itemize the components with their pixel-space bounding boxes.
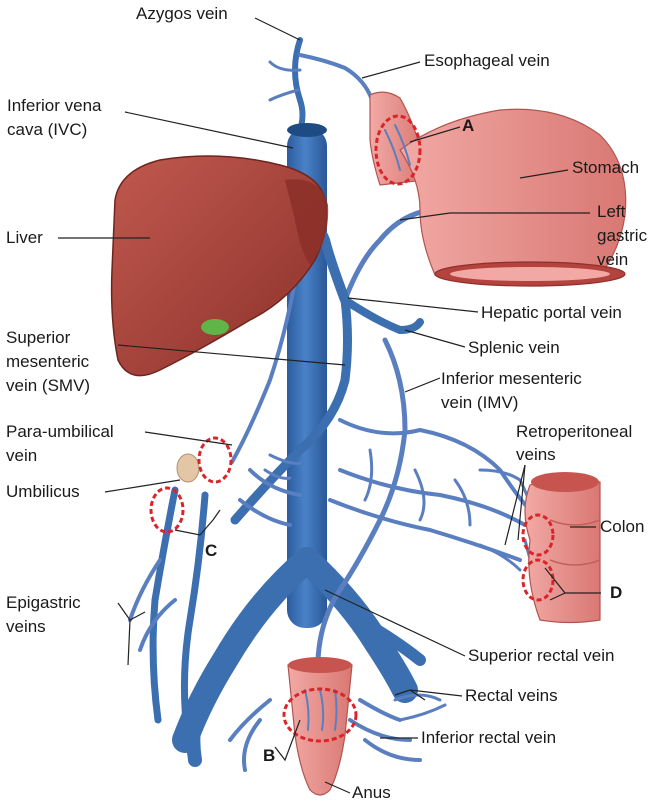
label-imv-line1: Inferior mesenteric — [441, 369, 582, 388]
marker-c: C — [205, 541, 217, 560]
label-liver: Liver — [6, 228, 43, 247]
label-retroperitoneal-line2: veins — [516, 445, 556, 464]
gallbladder — [201, 319, 229, 335]
label-colon: Colon — [600, 517, 644, 536]
label-smv-line3: vein (SMV) — [6, 376, 90, 395]
esophageal-vein — [300, 55, 372, 100]
marker-b: B — [263, 746, 275, 765]
marker-a: A — [462, 116, 474, 135]
label-para-umbilical-line1: Para-umbilical — [6, 422, 114, 441]
colon — [525, 477, 600, 623]
label-epigastric-line1: Epigastric — [6, 593, 81, 612]
label-splenic-vein: Splenic vein — [468, 338, 560, 357]
stomach — [400, 109, 626, 275]
label-stomach: Stomach — [572, 158, 639, 177]
label-hepatic-portal-vein: Hepatic portal vein — [481, 303, 622, 322]
label-rectal-veins: Rectal veins — [465, 686, 558, 705]
umbilicus — [177, 454, 199, 482]
marker-d: D — [610, 583, 622, 602]
label-anus: Anus — [352, 783, 391, 802]
label-ivc-line2: cava (IVC) — [7, 120, 87, 139]
label-umbilicus: Umbilicus — [6, 482, 80, 501]
label-left-gastric-line1: Left — [597, 202, 626, 221]
label-para-umbilical-line2: vein — [6, 446, 37, 465]
label-left-gastric-line3: vein — [597, 250, 628, 269]
label-smv-line1: Superior — [6, 328, 71, 347]
label-azygos-vein: Azygos vein — [136, 4, 228, 23]
label-superior-rectal-vein: Superior rectal vein — [468, 646, 614, 665]
label-retroperitoneal-line1: Retroperitoneal — [516, 422, 632, 441]
label-esophageal-vein: Esophageal vein — [424, 51, 550, 70]
label-ivc-line1: Inferior vena — [7, 96, 102, 115]
label-inferior-rectal-vein: Inferior rectal vein — [421, 728, 556, 747]
label-imv-line2: vein (IMV) — [441, 393, 518, 412]
label-smv-line2: mesenteric — [6, 352, 90, 371]
label-left-gastric-line2: gastric — [597, 226, 648, 245]
label-epigastric-line2: veins — [6, 617, 46, 636]
